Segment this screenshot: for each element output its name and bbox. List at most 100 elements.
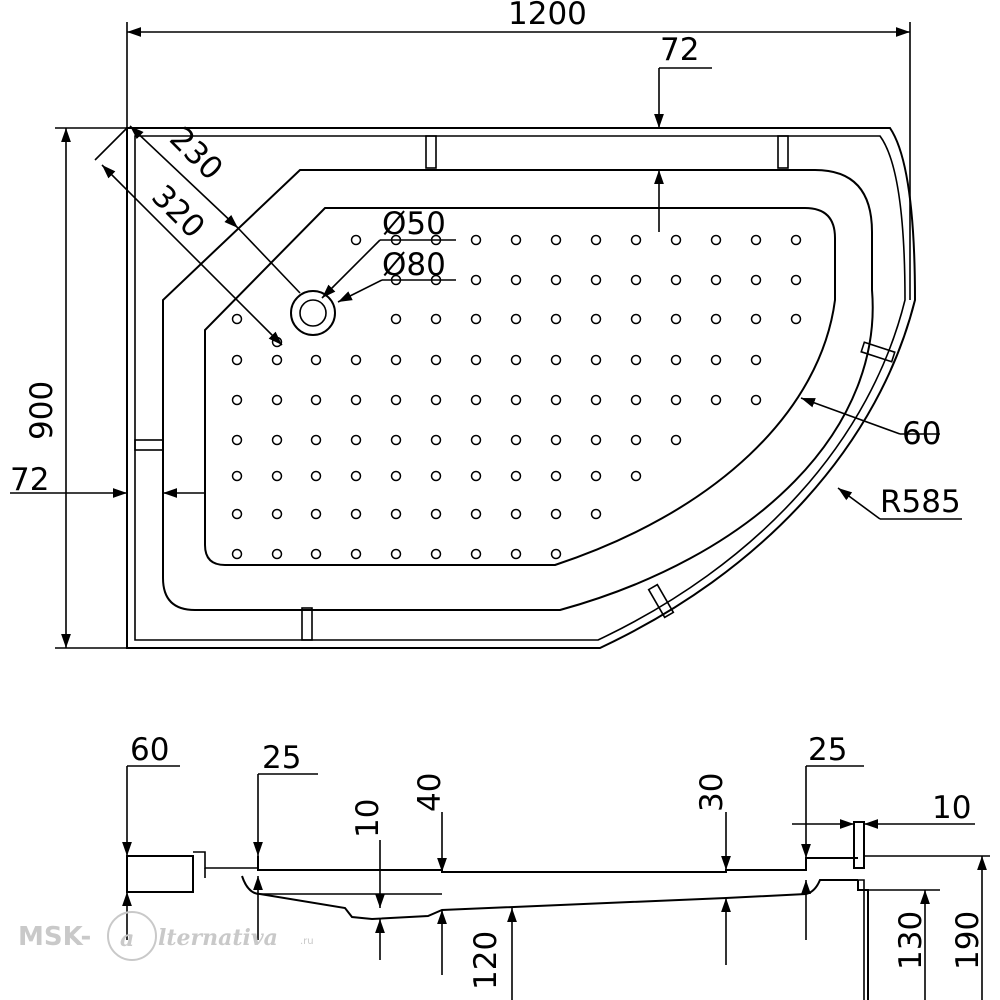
dim-230-label: 230: [162, 120, 229, 187]
tray-basin-floor: [204, 207, 836, 566]
anti-slip-dot: [470, 313, 482, 325]
watermark-prefix: MSK-: [18, 922, 91, 952]
anti-slip-dot: [670, 234, 682, 246]
anti-slip-dot: [750, 313, 762, 325]
watermark-at-glyph: a: [120, 926, 134, 952]
anti-slip-dot: [350, 394, 362, 406]
anti-slip-dot: [350, 234, 362, 246]
anti-slip-dot: [231, 508, 243, 520]
anti-slip-dot: [510, 434, 522, 446]
anti-slip-dot: [630, 470, 642, 482]
anti-slip-dot: [390, 434, 402, 446]
anti-slip-dot: [231, 354, 243, 366]
anti-slip-dot: [470, 508, 482, 520]
sec-dim-10-right-label: 10: [932, 790, 971, 826]
left-bracket: [193, 851, 259, 869]
anti-slip-dot: [430, 434, 442, 446]
anti-slip-dot: [390, 313, 402, 325]
support-tab: [860, 341, 896, 363]
anti-slip-dot: [350, 470, 362, 482]
anti-slip-dot: [550, 508, 562, 520]
anti-slip-dot: [790, 234, 802, 246]
anti-slip-dot: [670, 354, 682, 366]
sec-dim-25-left-label: 25: [262, 740, 301, 776]
anti-slip-dot: [630, 394, 642, 406]
sec-dim-120-label: 120: [468, 931, 504, 990]
anti-slip-dot: [590, 470, 602, 482]
anti-slip-dot: [310, 434, 322, 446]
watermark-at-circle: [107, 911, 157, 961]
anti-slip-dot: [430, 470, 442, 482]
tray-section-bottom: [241, 875, 858, 921]
tray-section-top: [257, 856, 858, 873]
anti-slip-dot: [470, 548, 482, 560]
sec-dim-30-label: 30: [694, 773, 730, 812]
anti-slip-dot: [670, 434, 682, 446]
sec-dim-40-label: 40: [412, 773, 448, 812]
anti-slip-dot: [430, 354, 442, 366]
anti-slip-dot: [790, 313, 802, 325]
anti-slip-dot: [231, 434, 243, 446]
anti-slip-dot: [550, 470, 562, 482]
support-tab: [425, 135, 437, 169]
right-skirt: [857, 880, 869, 1000]
anti-slip-dot: [630, 434, 642, 446]
anti-slip-dot: [470, 234, 482, 246]
anti-slip-dot: [550, 434, 562, 446]
anti-slip-dot: [271, 394, 283, 406]
anti-slip-dot: [310, 354, 322, 366]
dim-drain-50-label: Ø50: [382, 206, 446, 242]
anti-slip-dot: [550, 394, 562, 406]
anti-slip-dot: [231, 470, 243, 482]
anti-slip-dot: [590, 354, 602, 366]
watermark-suffix: .ru: [300, 936, 314, 947]
anti-slip-dot: [750, 354, 762, 366]
anti-slip-dot: [750, 234, 762, 246]
dim-1200-label: 1200: [508, 0, 587, 32]
anti-slip-dot: [590, 434, 602, 446]
sec-dim-10-label: 10: [350, 799, 386, 838]
watermark-logo: MSK- a lternativa .ru: [18, 911, 314, 961]
sec-dim-130-label: 130: [893, 911, 929, 970]
anti-slip-dot: [310, 508, 322, 520]
anti-slip-dot: [430, 394, 442, 406]
support-tab: [301, 607, 313, 641]
anti-slip-dot: [630, 313, 642, 325]
anti-slip-dot: [510, 508, 522, 520]
anti-slip-dot: [510, 313, 522, 325]
anti-slip-dot: [630, 274, 642, 286]
anti-slip-dot: [630, 234, 642, 246]
sec-dim-25-right-label: 25: [808, 732, 847, 768]
anti-slip-dot: [430, 508, 442, 520]
watermark-name: lternativa: [158, 925, 278, 951]
anti-slip-dot: [350, 354, 362, 366]
anti-slip-dot: [590, 313, 602, 325]
anti-slip-dot: [510, 548, 522, 560]
anti-slip-dot: [231, 313, 243, 325]
drain-inner: [299, 299, 327, 327]
support-tab: [134, 439, 164, 451]
tray-rim-line: [134, 135, 906, 641]
anti-slip-dot: [710, 313, 722, 325]
anti-slip-dot: [310, 470, 322, 482]
anti-slip-dot: [550, 234, 562, 246]
dim-72-left-label: 72: [10, 462, 49, 498]
anti-slip-dot: [670, 274, 682, 286]
anti-slip-dot: [231, 394, 243, 406]
support-tab: [777, 135, 789, 169]
anti-slip-dot: [271, 354, 283, 366]
drain-outer: [290, 290, 336, 336]
anti-slip-dot: [310, 394, 322, 406]
anti-slip-dot: [710, 394, 722, 406]
anti-slip-dot: [350, 548, 362, 560]
anti-slip-dot: [790, 274, 802, 286]
anti-slip-dot: [350, 434, 362, 446]
plan-view: 1200 72 900 72 230 320 Ø50 Ø80 60: [10, 0, 962, 649]
anti-slip-dots: [231, 234, 802, 560]
anti-slip-dot: [430, 313, 442, 325]
dim-60-arc-label: 60: [902, 416, 941, 452]
sec-dim-60-label: 60: [130, 732, 169, 768]
support-tab: [647, 583, 675, 619]
anti-slip-dot: [750, 394, 762, 406]
